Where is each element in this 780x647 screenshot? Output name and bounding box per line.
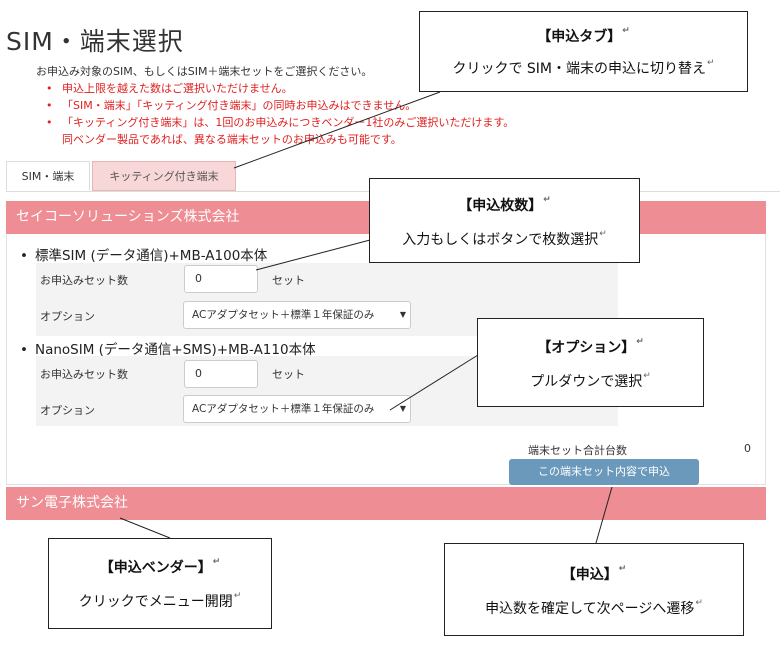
callout-desc: 申込数を確定して次ページへ遷移 <box>485 601 695 617</box>
total-value: 0 <box>744 442 751 455</box>
qty-label: お申込みセット数 <box>40 368 128 381</box>
intro-text: お申込み対象のSIM、もしくはSIM＋端末セットをご選択ください。 <box>36 65 373 78</box>
callout-title: 【申込】 <box>561 567 618 583</box>
callout-desc: プルダウンで選択 <box>530 374 643 390</box>
qty-unit: セット <box>272 368 305 381</box>
return-mark-icon: ↵ <box>599 229 607 239</box>
product-title: 標準SIM (データ通信)+MB-A100本体 <box>20 244 267 264</box>
note-item: 「キッティング付き端末」は、1回のお申込みにつきベンダー1社のみご選択いただけま… <box>46 114 514 131</box>
callout-option: 【オプション】↵ プルダウンで選択↵ <box>477 318 704 407</box>
option-select[interactable]: ACアダプタセット＋標準１年保証のみ ▼ <box>183 395 411 423</box>
callout-title: 【オプション】 <box>537 340 636 356</box>
qty-input[interactable]: 0 <box>184 265 258 293</box>
qty-label: お申込みセット数 <box>40 274 128 287</box>
return-mark-icon: ↵ <box>707 58 715 68</box>
callout-desc: クリックでメニュー開閉 <box>78 594 233 610</box>
return-mark-icon: ↵ <box>643 371 651 381</box>
submit-button[interactable]: この端末セット内容で申込 <box>509 459 699 485</box>
tab-kitting-device[interactable]: キッティング付き端末 <box>92 161 236 191</box>
note-item: 「SIM・端末」「キッティング付き端末」の同時お申込みはできません。 <box>46 97 514 114</box>
total-label: 端末セット合計台数 <box>528 444 627 457</box>
callout-title: 【申込ベンダー】 <box>99 560 212 576</box>
product-title: NanoSIM (データ通信+SMS)+MB-A110本体 <box>20 338 316 358</box>
return-mark-icon: ↵ <box>543 195 551 205</box>
option-select-value: ACアダプタセット＋標準１年保証のみ <box>192 309 375 321</box>
return-mark-icon: ↵ <box>636 337 644 347</box>
return-mark-icon: ↵ <box>212 557 221 567</box>
caret-down-icon: ▼ <box>399 310 406 319</box>
qty-input[interactable]: 0 <box>184 360 258 388</box>
callout-qty: 【申込枚数】↵ 入力もしくはボタンで枚数選択↵ <box>369 178 640 263</box>
callout-title: 【申込タブ】 <box>537 29 622 45</box>
option-select-value: ACアダプタセット＋標準１年保証のみ <box>192 403 375 415</box>
return-mark-icon: ↵ <box>618 564 627 574</box>
callout-title: 【申込枚数】 <box>458 198 543 214</box>
callout-desc: 入力もしくはボタンで枚数選択 <box>402 232 599 248</box>
qty-unit: セット <box>272 274 305 287</box>
callout-vendor: 【申込ベンダー】↵ クリックでメニュー開閉↵ <box>48 538 272 629</box>
callout-desc: クリックで SIM・端末の申込に切り替え <box>452 61 706 77</box>
option-label: オプション <box>40 310 95 323</box>
option-select[interactable]: ACアダプタセット＋標準１年保証のみ ▼ <box>183 301 411 329</box>
caret-down-icon: ▼ <box>399 404 406 413</box>
callout-submit: 【申込】↵ 申込数を確定して次ページへ遷移↵ <box>444 543 744 636</box>
page-title: SIM・端末選択 <box>6 27 184 56</box>
return-mark-icon: ↵ <box>695 598 703 608</box>
return-mark-icon: ↵ <box>233 591 242 601</box>
tab-sim-device[interactable]: SIM・端末 <box>6 161 90 191</box>
vendor-header-sun[interactable]: サン電子株式会社 <box>6 487 766 520</box>
note-item: 同ベンダー製品であれば、異なる端末セットのお申込みも可能です。 <box>62 133 402 146</box>
return-mark-icon: ↵ <box>622 26 630 36</box>
option-label: オプション <box>40 404 95 417</box>
callout-tab: 【申込タブ】↵ クリックで SIM・端末の申込に切り替え↵ <box>419 11 748 92</box>
